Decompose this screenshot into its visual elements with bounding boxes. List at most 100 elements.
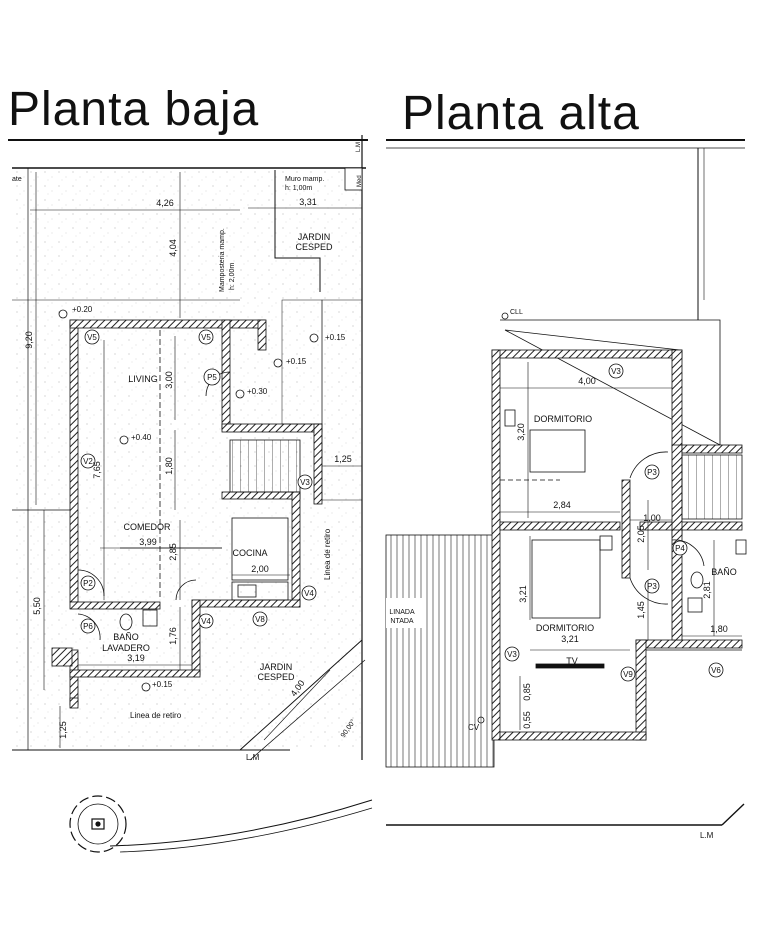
opening-tag: P6 [83, 622, 93, 631]
note-cv: CV [468, 723, 480, 732]
ground-opening-tags: V5 V5 P5 V2 V3 P2 P6 V4 V4 V8 [80, 329, 317, 634]
opening-tag: V4 [304, 589, 314, 598]
upper-doors [629, 451, 705, 605]
level-mark: +0.20 [72, 305, 93, 314]
upper-toilet [690, 571, 704, 589]
opening-tag: V6 [711, 666, 721, 675]
upper-dimensions: 4,00 3,20 2,84 1,00 2,05 3,21 3,21 1,45 … [516, 376, 728, 729]
level-symbols [58, 309, 319, 692]
svg-text:2,84: 2,84 [553, 500, 571, 510]
room-bano: BAÑO [113, 632, 139, 642]
ground-bath-sink [142, 609, 158, 627]
svg-text:4,00: 4,00 [578, 376, 596, 386]
svg-text:2,00: 2,00 [251, 564, 269, 574]
upper-fixtures [500, 409, 747, 669]
opening-tag: P3 [647, 582, 657, 591]
upper-deck [385, 534, 495, 768]
ground-floor-plan: V5 V5 P5 V2 V3 P2 P6 V4 V4 V8 LIVING COM… [8, 135, 373, 853]
opening-tag: P4 [675, 544, 685, 553]
upper-opening-tags: V3 P3 P4 P3 V3 V9 V6 [504, 363, 724, 682]
svg-text:1,80: 1,80 [164, 457, 174, 475]
tree-icon [69, 795, 127, 853]
ground-dimension-lines [30, 172, 362, 748]
note-ntada: NTADA [390, 618, 414, 625]
svg-text:0,55: 0,55 [522, 711, 532, 729]
room-comedor: COMEDOR [124, 522, 172, 532]
svg-text:3,20: 3,20 [516, 423, 526, 441]
upper-floor-plan: V3 P3 P4 P3 V3 V9 V6 DORMITORIO DORMITOR… [385, 139, 747, 840]
room-bano-upper: BAÑO [711, 567, 737, 577]
room-jardin-top-sub: CESPED [295, 242, 333, 252]
svg-text:3,99: 3,99 [139, 537, 157, 547]
upper-dimension-lines [500, 362, 742, 730]
room-dormitorio-2: DORMITORIO [536, 623, 594, 633]
bed-2 [531, 539, 601, 619]
ground-toilet [119, 613, 133, 631]
opening-tag: P3 [647, 468, 657, 477]
svg-text:3,21: 3,21 [561, 634, 579, 644]
room-tv: TV [566, 656, 578, 666]
bed-1 [529, 429, 586, 473]
note-mamposteria-h: h: 2,00m [229, 263, 236, 290]
opening-tag: V8 [255, 615, 265, 624]
svg-text:4,26: 4,26 [156, 198, 174, 208]
upper-walls [491, 349, 743, 741]
opening-tag: P5 [207, 373, 217, 382]
note-lm: L.M [246, 753, 260, 762]
svg-text:1,00: 1,00 [643, 513, 661, 523]
opening-tag: V3 [611, 367, 621, 376]
svg-text:2,85: 2,85 [168, 543, 178, 561]
room-living: LIVING [128, 374, 158, 384]
level-mark: +0.15 [325, 333, 346, 342]
opening-tag: V2 [83, 457, 93, 466]
note-lm-side: L.M [356, 142, 362, 152]
note-lm-upper: L.M [700, 831, 714, 840]
note-linea-retiro-side: Linea de retiro [323, 528, 332, 580]
level-mark: +0.40 [131, 433, 152, 442]
opening-tag: V3 [507, 650, 517, 659]
svg-text:1,25: 1,25 [334, 454, 352, 464]
note-cll: CLL [510, 309, 523, 316]
svg-text:7,65: 7,65 [92, 461, 102, 479]
level-mark: +0.30 [247, 387, 268, 396]
room-cocina: COCINA [232, 548, 267, 558]
svg-text:3,31: 3,31 [299, 197, 317, 207]
note-muro: Muro mamp. [285, 176, 324, 183]
ground-floor-title: Planta baja [8, 83, 260, 136]
opening-tag: V3 [300, 478, 310, 487]
note-muro-h: h: 1,00m [285, 185, 312, 192]
room-jardin-bottom-sub: CESPED [257, 672, 295, 682]
note-med: Med [357, 175, 363, 187]
opening-tag: P2 [83, 579, 93, 588]
upper-stairs [681, 454, 743, 520]
opening-tag: V9 [623, 670, 633, 679]
note-ate: ate [12, 176, 22, 183]
svg-text:9,20: 9,20 [24, 331, 34, 349]
svg-text:3,19: 3,19 [127, 653, 145, 663]
svg-text:1,25: 1,25 [58, 721, 68, 739]
svg-text:2,05: 2,05 [636, 525, 646, 543]
level-mark: +0.15 [286, 357, 307, 366]
level-mark: +0.15 [152, 680, 173, 689]
note-linada: LINADA [389, 609, 415, 616]
ground-stairs [229, 439, 301, 493]
svg-text:3,00: 3,00 [164, 371, 174, 389]
opening-tag: V5 [87, 333, 97, 342]
opening-tag: V5 [201, 333, 211, 342]
ground-dimensions: 4,26 4,04 3,31 9,20 3,00 7,65 1,80 3,99 … [24, 197, 352, 739]
svg-text:4,04: 4,04 [168, 239, 178, 257]
street-curve [109, 799, 373, 847]
note-linea-retiro-bottom: Linea de retiro [130, 711, 182, 720]
room-lavadero: LAVADERO [102, 643, 150, 653]
room-dormitorio-1: DORMITORIO [534, 414, 592, 424]
svg-text:3,21: 3,21 [518, 585, 528, 603]
svg-text:1,80: 1,80 [710, 624, 728, 634]
ground-fixtures [119, 299, 363, 631]
note-mamposteria: Mamposteria mamp. [219, 228, 226, 292]
svg-text:1,45: 1,45 [636, 601, 646, 619]
opening-tag: V4 [201, 617, 211, 626]
svg-text:1,76: 1,76 [168, 627, 178, 645]
svg-text:5,50: 5,50 [32, 597, 42, 615]
svg-text:2,81: 2,81 [702, 581, 712, 599]
